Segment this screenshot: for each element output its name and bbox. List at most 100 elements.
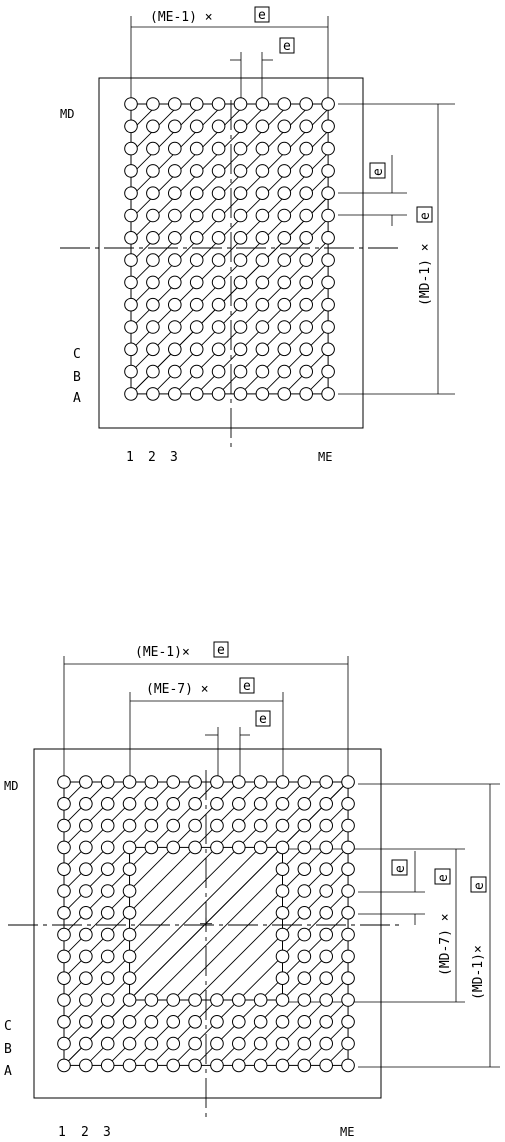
solder-ball (320, 798, 333, 811)
solder-ball (169, 321, 182, 334)
solder-ball (125, 321, 138, 334)
solder-ball (342, 885, 355, 898)
solder-ball (256, 209, 269, 222)
solder-ball (101, 841, 114, 854)
col-label-2-fig2: 2 (81, 1125, 89, 1140)
solder-ball (169, 254, 182, 267)
dim-top-inner-label-2: (ME-7) × (146, 682, 209, 697)
solder-ball (322, 165, 335, 178)
solder-ball (278, 365, 291, 378)
solder-ball (342, 972, 355, 985)
solder-ball (189, 1037, 202, 1050)
col-label-me-fig1: ME (318, 450, 332, 464)
solder-ball (298, 1037, 311, 1050)
solder-ball (320, 819, 333, 832)
solder-ball (256, 142, 269, 155)
solder-ball (322, 276, 335, 289)
solder-ball (276, 972, 289, 985)
solder-ball (298, 1059, 311, 1072)
solder-ball (212, 321, 225, 334)
solder-ball (167, 776, 180, 789)
solder-ball (234, 321, 247, 334)
solder-ball (300, 343, 313, 356)
solder-ball (101, 885, 114, 898)
solder-ball (300, 120, 313, 133)
solder-ball (169, 343, 182, 356)
solder-ball (342, 907, 355, 920)
solder-ball (189, 841, 202, 854)
solder-ball (211, 776, 224, 789)
col-label-1-fig2: 1 (58, 1125, 66, 1140)
solder-ball (278, 142, 291, 155)
solder-ball (169, 276, 182, 289)
solder-ball (147, 343, 160, 356)
hatch-line (394, 104, 505, 394)
solder-ball (300, 232, 313, 245)
solder-ball (342, 1037, 355, 1050)
solder-ball (254, 841, 267, 854)
solder-ball (320, 950, 333, 963)
solder-ball (147, 276, 160, 289)
solder-ball (320, 1016, 333, 1029)
solder-ball (298, 907, 311, 920)
solder-ball (147, 165, 160, 178)
solder-ball (145, 1059, 158, 1072)
solder-ball (212, 298, 225, 311)
solder-ball (342, 863, 355, 876)
solder-ball (256, 187, 269, 200)
hatch-line (0, 104, 136, 394)
solder-ball (234, 276, 247, 289)
solder-ball (125, 365, 138, 378)
solder-ball (123, 994, 136, 1007)
solder-ball (211, 841, 224, 854)
solder-ball (169, 388, 182, 401)
solder-ball (322, 298, 335, 311)
solder-ball (256, 165, 269, 178)
solder-ball (278, 165, 291, 178)
solder-ball (190, 98, 203, 111)
solder-ball (298, 994, 311, 1007)
solder-ball (80, 972, 93, 985)
solder-ball (320, 863, 333, 876)
dim-top-outer-label-2: (ME-1)× (135, 645, 190, 660)
hatch-line (0, 104, 5, 394)
solder-ball (300, 209, 313, 222)
dim-right-label-1: (MD-1) × (418, 243, 433, 306)
side-pitch-box-text-1: e (371, 168, 386, 176)
solder-ball (342, 1059, 355, 1072)
solder-ball (276, 841, 289, 854)
solder-ball (123, 885, 136, 898)
solder-ball (211, 1016, 224, 1029)
solder-ball (212, 187, 225, 200)
solder-ball (58, 798, 71, 811)
pitch-box-text-2: e (259, 712, 267, 727)
solder-ball (212, 276, 225, 289)
solder-ball (123, 863, 136, 876)
hatch-line (262, 104, 505, 394)
solder-ball (190, 120, 203, 133)
solder-ball (322, 343, 335, 356)
solder-ball (320, 928, 333, 941)
solder-ball (278, 321, 291, 334)
solder-ball (190, 298, 203, 311)
solder-ball (233, 841, 246, 854)
solder-ball (254, 994, 267, 1007)
solder-ball (125, 98, 138, 111)
solder-ball (123, 776, 136, 789)
solder-ball (322, 209, 335, 222)
solder-ball (234, 343, 247, 356)
hatch-line (284, 104, 505, 394)
solder-ball (125, 120, 138, 133)
solder-ball (322, 120, 335, 133)
solder-ball (101, 819, 114, 832)
solder-ball (298, 885, 311, 898)
solder-ball (125, 232, 138, 245)
hatch-line (481, 104, 505, 394)
solder-ball (125, 142, 138, 155)
solder-ball (145, 776, 158, 789)
col-label-3-fig2: 3 (103, 1125, 111, 1140)
solder-ball (298, 819, 311, 832)
solder-ball (123, 928, 136, 941)
solder-ball (190, 165, 203, 178)
solder-ball (167, 819, 180, 832)
